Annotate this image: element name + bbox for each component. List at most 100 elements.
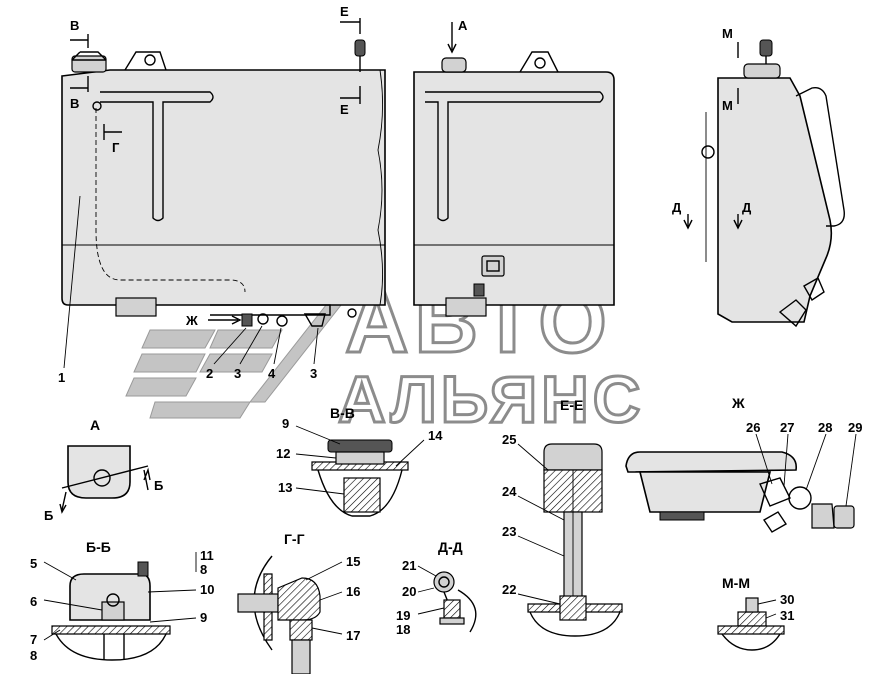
zh-hose-end <box>833 505 855 529</box>
dd-ring-inner <box>438 576 450 588</box>
leader-26 <box>755 433 773 485</box>
front-cut-b-bottom: В <box>70 96 79 111</box>
callout-26: 26 <box>746 420 760 435</box>
fitting-bolt <box>347 308 357 318</box>
zh-valve-body <box>759 477 791 507</box>
mm-wall-curve <box>721 633 781 651</box>
right-bottom-fitting <box>778 299 807 328</box>
break-line <box>377 69 384 306</box>
dd-wall-curve <box>457 589 477 633</box>
fitting-3 <box>257 313 269 325</box>
right-tank-body <box>717 77 833 323</box>
view-a-hole <box>93 469 111 487</box>
callout-25: 25 <box>502 432 516 447</box>
right-cut-m-bottom: М <box>722 98 733 113</box>
leader-28 <box>805 433 827 491</box>
callout-18: 18 <box>396 622 410 637</box>
side-mounting-pad <box>445 297 487 317</box>
gg-down-pipe <box>291 639 311 674</box>
front-cut-e-top: Е <box>340 4 349 19</box>
right-filler <box>743 63 781 79</box>
fuel-pickup-tube <box>95 108 246 293</box>
vv-strainer <box>343 477 381 513</box>
callout-9: 9 <box>282 416 289 431</box>
section-ee-title: Е-Е <box>560 397 583 413</box>
gg-nut <box>289 619 313 641</box>
callout-27: 27 <box>780 420 794 435</box>
callout-9b: 9 <box>200 610 207 625</box>
filler-cap <box>71 51 107 61</box>
zh-drain-spout <box>763 511 787 533</box>
leader-3a <box>239 325 263 365</box>
right-cap-knob <box>759 39 773 57</box>
section-vv: В-В 9 12 13 14 <box>276 405 443 517</box>
section-bb-title: Б-Б <box>86 539 111 555</box>
leader-15 <box>305 561 343 581</box>
leader-19 <box>417 607 445 615</box>
callout-13: 13 <box>278 480 292 495</box>
side-view-a: А <box>458 18 468 33</box>
callout-30: 30 <box>780 592 794 607</box>
right-cut-m-top: М <box>722 26 733 41</box>
fitting-4 <box>276 315 288 327</box>
filler-neck <box>71 55 107 73</box>
callout-6: 6 <box>30 594 37 609</box>
bb-nozzle <box>137 561 149 577</box>
leader-9 <box>295 425 341 445</box>
breather-knob <box>354 39 366 57</box>
mm-nut <box>737 611 767 627</box>
section-b-mark-left: Б <box>44 508 53 523</box>
cut-d-left-arrow <box>683 219 693 230</box>
leader-4 <box>273 327 282 365</box>
callout-16: 16 <box>346 584 360 599</box>
front-cut-zh: Ж <box>185 313 198 328</box>
dd-ring <box>433 571 455 593</box>
view-a-line <box>61 465 149 489</box>
view-a-body <box>67 445 131 499</box>
right-cut-d-left: Д <box>672 200 682 215</box>
section-b-mark-right: Б <box>154 478 163 493</box>
callout-5: 5 <box>30 556 37 571</box>
front-cut-e-bottom: Е <box>340 102 349 117</box>
callout-29: 29 <box>848 420 862 435</box>
section-vv-title: В-В <box>330 405 355 421</box>
callout-12: 12 <box>276 446 290 461</box>
fitting-3b <box>303 313 326 327</box>
bb-valve <box>101 601 125 621</box>
side-lifting-eye-hole <box>534 57 546 69</box>
leader-24 <box>517 495 565 521</box>
leader-25 <box>517 443 549 471</box>
gg-pipe <box>237 593 279 613</box>
bb-base-curve <box>55 633 167 661</box>
section-mm: М-М 30 31 <box>717 575 794 651</box>
callout-8a: 8 <box>30 648 37 663</box>
dd-bolt <box>443 599 461 619</box>
watermark-line2: АЛЬЯНС <box>338 362 644 436</box>
callout-20: 20 <box>402 584 416 599</box>
right-bracket-ring <box>701 145 715 159</box>
view-a-arrowhead <box>447 43 457 54</box>
cut-zh-arrowhead <box>231 315 242 325</box>
callout-15: 15 <box>346 554 360 569</box>
sender-cap <box>486 260 500 272</box>
section-ee: Е-Е 25 24 23 22 <box>502 397 623 637</box>
callout-3b: 3 <box>310 366 317 381</box>
section-bb: Б-Б 5 6 7 8 11 8 10 9 <box>30 539 214 663</box>
leader-20 <box>417 587 435 593</box>
front-view: В В Е Е Г Ж 1 2 3 4 3 <box>58 4 386 385</box>
view-a-arrow-left <box>59 491 67 514</box>
callout-3a: 3 <box>234 366 241 381</box>
leader-6 <box>43 599 103 611</box>
mm-wall <box>717 625 785 635</box>
leader-1 <box>63 195 81 369</box>
bottom-bracket <box>210 304 331 316</box>
ee-knob <box>543 443 603 471</box>
callout-24: 24 <box>502 484 517 499</box>
zh-tap <box>788 486 812 510</box>
right-tank-handle <box>795 86 845 227</box>
leader-7 <box>43 629 61 641</box>
vv-neck <box>335 451 385 465</box>
mounting-pad <box>115 297 157 317</box>
view-a-arrow-right <box>143 467 151 491</box>
callout-1: 1 <box>58 370 65 385</box>
